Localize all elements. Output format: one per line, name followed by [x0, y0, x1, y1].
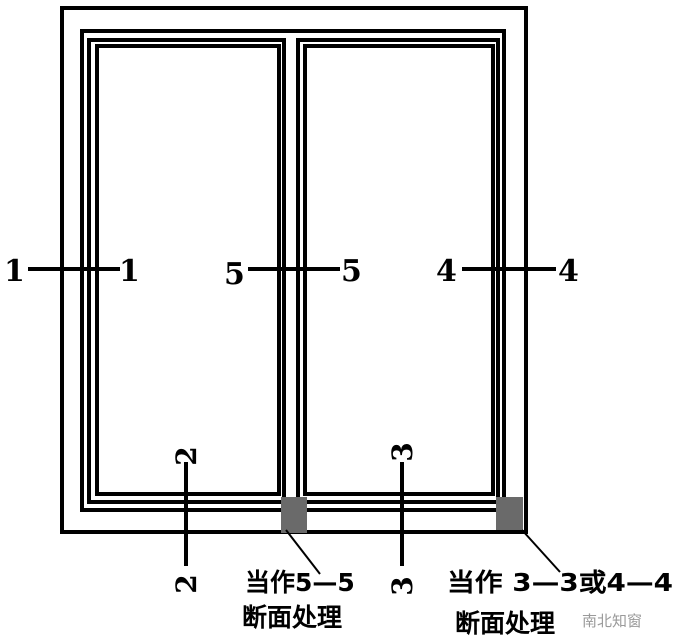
- label-4-right: 4: [558, 254, 579, 289]
- annotation-left-line2: 断面处理: [242, 603, 342, 632]
- label-4-left: 4: [436, 254, 457, 289]
- annotation-left-line1: 当作5—5: [245, 568, 355, 597]
- label-2-bottom: 2: [170, 574, 203, 593]
- corner-block-middle: [281, 497, 307, 533]
- label-2-top: 2: [170, 446, 203, 465]
- label-5-left: 5: [224, 257, 245, 292]
- watermark-text: 南北知窗: [582, 612, 642, 630]
- leader-line-left: [285, 529, 321, 575]
- corner-block-right: [496, 497, 523, 530]
- annotation-right-line1: 当作 3—3或4—4: [447, 568, 673, 597]
- label-1-right: 1: [119, 254, 140, 289]
- annotation-right-line2: 断面处理: [455, 609, 555, 638]
- label-3-top: 3: [386, 442, 419, 461]
- label-1-left: 1: [4, 254, 25, 289]
- label-5-right: 5: [341, 254, 362, 289]
- label-3-bottom: 3: [386, 576, 419, 595]
- leader-line-right: [521, 529, 561, 573]
